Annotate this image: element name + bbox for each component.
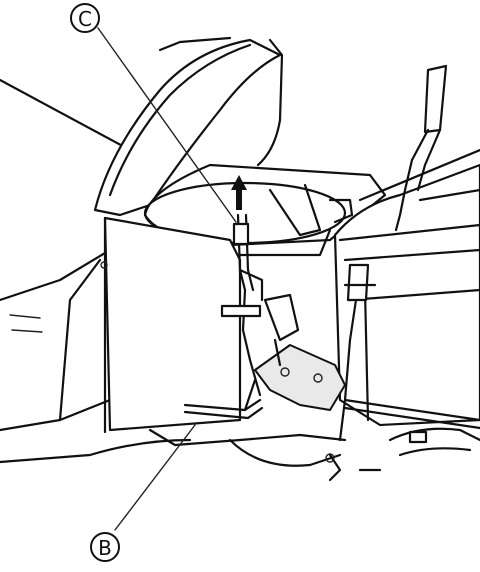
- control-lever: [394, 64, 448, 232]
- leader-line-b: [114, 424, 196, 531]
- callout-b-label: B: [98, 536, 112, 560]
- bent-wire: [183, 378, 264, 420]
- callout-c-label: C: [78, 7, 92, 31]
- up-arrow-icon: [231, 175, 247, 210]
- left-background-frame: [0, 78, 192, 464]
- right-machine-body: [333, 148, 480, 427]
- callout-b: B: [90, 532, 120, 562]
- leader-line-c: [97, 27, 237, 223]
- linkage-bracket: [220, 268, 346, 411]
- control-cable: [343, 398, 480, 430]
- front-housing: [100, 216, 332, 434]
- cable-clamp: [338, 263, 377, 442]
- lower-base: [148, 427, 480, 482]
- callout-c: C: [70, 3, 100, 33]
